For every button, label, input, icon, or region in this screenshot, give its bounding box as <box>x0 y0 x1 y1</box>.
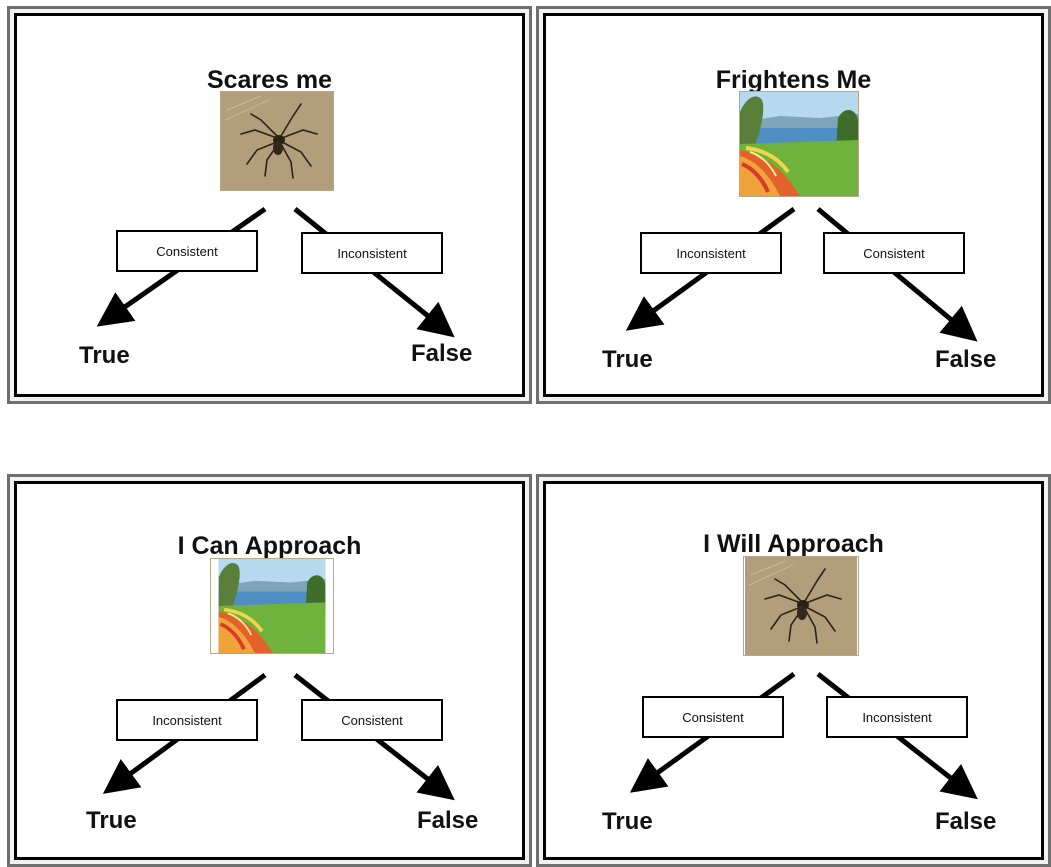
inconsistent-label-box: Inconsistent <box>640 232 782 274</box>
panel-inner: Frightens Me Inconsistent Consistent Tru… <box>543 13 1044 397</box>
consistent-label-box: Consistent <box>116 230 258 272</box>
landscape-image <box>210 558 334 654</box>
spider-image <box>743 556 859 656</box>
diagram-panel-i-can-approach: I Can Approach Inconsistent Consistent T… <box>7 474 532 867</box>
diagram-panel-i-will-approach: I Will Approach Consistent Inconsistent … <box>536 474 1051 867</box>
inconsistent-label-box: Inconsistent <box>826 696 968 738</box>
consistent-label-box: Consistent <box>642 696 784 738</box>
false-label: False <box>411 340 473 367</box>
consistent-label-box: Consistent <box>823 232 965 274</box>
panel-title: Frightens Me <box>715 66 872 94</box>
inconsistent-label-box: Inconsistent <box>301 232 443 274</box>
consistent-label-box: Consistent <box>301 699 443 741</box>
panel-title: Scares me <box>206 66 333 94</box>
panel-inner: I Can Approach Inconsistent Consistent T… <box>14 481 525 860</box>
panel-inner: I Will Approach Consistent Inconsistent … <box>543 481 1044 860</box>
true-label: True <box>86 807 137 834</box>
false-label: False <box>417 807 479 834</box>
panel-inner: Scares me Consistent Inconsistent True F… <box>14 13 525 397</box>
diagram-panel-frightens-me: Frightens Me Inconsistent Consistent Tru… <box>536 6 1051 404</box>
true-label: True <box>602 808 653 835</box>
spider-image <box>220 91 334 191</box>
true-label: True <box>602 346 653 373</box>
true-label: True <box>79 342 130 369</box>
false-label: False <box>935 346 997 373</box>
panel-title: I Can Approach <box>177 532 362 560</box>
landscape-image <box>739 91 859 197</box>
false-label: False <box>935 808 997 835</box>
inconsistent-label-box: Inconsistent <box>116 699 258 741</box>
diagram-panel-scares-me: Scares me Consistent Inconsistent True F… <box>7 6 532 404</box>
panel-title: I Will Approach <box>703 530 884 558</box>
